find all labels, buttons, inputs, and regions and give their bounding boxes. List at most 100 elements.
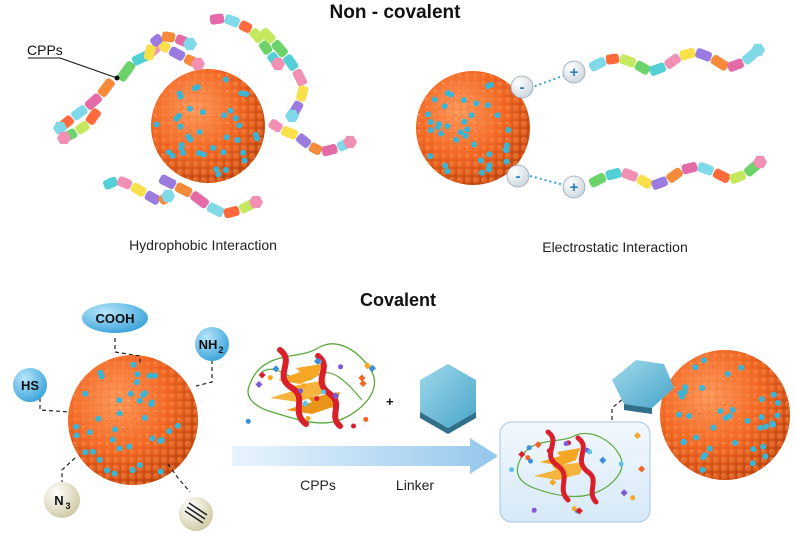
surface-dot [760,443,767,450]
surface-dot [73,423,80,430]
linker-dashed-line [611,387,637,420]
surface-dot [146,372,153,379]
peptide-segment [651,176,669,190]
surface-dot [98,373,105,380]
surface-dot [173,115,180,122]
protein-ribbon-icon [247,343,375,429]
triple-bond-icon [184,502,208,524]
electrostatic-pair-bottom [506,155,767,199]
surface-dot [717,408,724,415]
surface-dot [738,364,745,371]
alkyne-group-icon [179,497,213,531]
blue-hexagon-linker-icon [420,364,476,434]
surface-dot [457,129,464,136]
peptide-segment [634,60,651,75]
surface-dot [427,119,434,125]
peptide-segment [296,133,312,148]
surface-dot [427,153,434,160]
surface-dot [758,414,765,421]
nh2-group-icon [195,327,229,361]
confetti-particle [368,364,377,372]
nanoparticle-bead-texture [660,350,790,480]
confetti-particle [630,495,636,501]
surface-dot [153,121,160,128]
surface-dot [116,397,123,404]
surface-dot [169,152,176,159]
peptide-segment [605,53,620,65]
peptide-segment [102,176,119,190]
confetti-particle [518,450,526,458]
peptide-segment [636,174,653,189]
cpps-pointer-dot [114,75,120,81]
peptide-segment [249,28,264,44]
peptide-segment [271,39,288,58]
peptide-segment [97,78,115,97]
cpps-pointer-label: CPPs [27,42,63,58]
confetti-particle [272,365,280,373]
surface-dot [223,134,230,141]
peptide-segment [161,31,176,43]
confetti-particle [563,441,569,447]
surface-dot [134,371,141,378]
surface-dot [729,406,736,413]
confetti-particle [638,465,646,473]
surface-dot [444,123,451,130]
peptide-segment [268,119,283,133]
nanoparticle-bead-texture [416,71,530,185]
surface-dot [701,357,707,364]
surface-dot [682,384,689,391]
surface-dot [460,97,467,104]
surface-dot [486,166,492,173]
surface-dot [444,168,451,175]
nh2-label: NH [199,337,218,352]
confetti-particle [245,418,251,424]
peptide-segment [308,142,323,155]
surface-dot [215,171,222,178]
confetti-particle [305,416,311,421]
surface-dot [710,424,717,431]
surface-dot [199,109,206,116]
reaction-arrow-icon [232,438,498,474]
confetti-particle [313,357,322,365]
surface-dot [448,91,455,98]
surface-dot [243,91,250,97]
peptide-end [53,121,67,135]
peptide-segment [143,44,156,61]
surface-dot [700,454,707,461]
confetti-particle [549,478,557,486]
surface-dot [699,384,706,391]
surface-dot [681,388,688,395]
surface-dot [503,147,510,154]
peptide-segment [588,172,607,188]
surface-dot [749,460,756,467]
confetti-particle [546,448,552,454]
confetti-particle [301,400,309,408]
peptide-end [753,155,767,169]
confetti-particle [525,455,531,461]
surface-dot [176,90,183,97]
hs-label: HS [21,378,39,393]
surface-dot [136,462,143,469]
peptide-segment [296,85,309,102]
peptide-segment [144,190,161,205]
surface-dot [699,466,706,473]
surface-dot [758,396,765,403]
surface-dot [724,371,731,377]
surface-dot [86,429,93,436]
peptide-end [161,189,175,203]
surface-dot [96,456,103,463]
positive-charge-label: + [570,64,579,81]
n3-label: N [54,493,63,508]
peptide-segment [117,61,136,82]
peptide-segment [130,182,147,197]
peptide-segment [71,105,88,121]
surface-dot [174,422,181,429]
nh2-subscript: 2 [218,345,223,355]
surface-dot [109,436,116,443]
confetti-particle [358,374,366,382]
surface-dot [187,105,193,112]
confetti-particle [633,432,642,440]
peptide-segment [75,121,90,135]
surface-dot [471,141,478,148]
peptide-end [343,135,357,149]
